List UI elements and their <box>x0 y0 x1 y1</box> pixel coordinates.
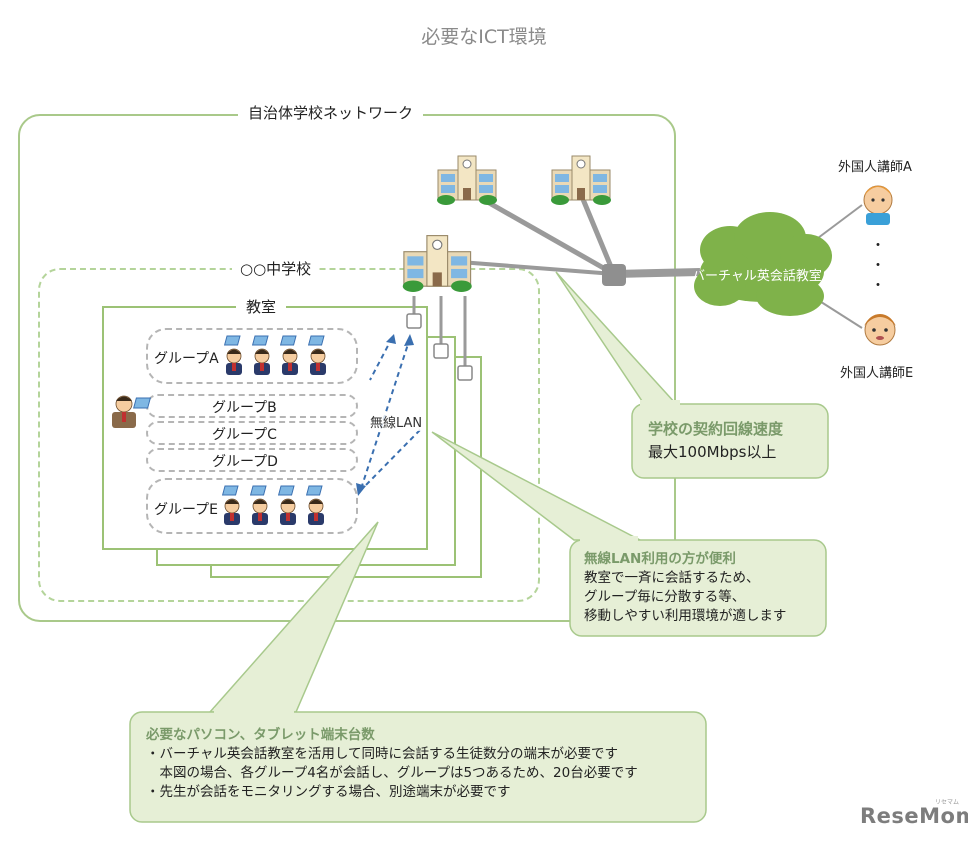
callout-devices-text: 必要なパソコン、タブレット端末台数 ・バーチャル英会話教室を活用して同時に会話す… <box>146 726 638 802</box>
router-icon <box>602 264 626 286</box>
group-d-label: グループD <box>212 454 278 470</box>
group-e-label: グループE <box>154 502 219 518</box>
classroom-label: 教室 <box>236 296 287 317</box>
callout-wireless-line: 移動しやすい利用環境が適します <box>584 608 787 624</box>
callout-devices-line: 本図の場合、各グループ4名が会話し、グループは5つあるため、20台必要です <box>146 765 638 781</box>
wireless-lan-label: 無線LAN <box>370 412 423 431</box>
student-icon <box>252 335 271 376</box>
link-teacher-a <box>817 204 863 239</box>
municipal-network-label: 自治体学校ネットワーク <box>238 102 424 123</box>
teacher-ellipsis-dot: ・ <box>871 238 885 254</box>
callout-devices-box <box>129 711 707 823</box>
callout-devices-head: 必要なパソコン、タブレット端末台数 <box>146 727 375 743</box>
group-c-label: グループC <box>212 427 277 443</box>
student-icon <box>278 485 297 526</box>
school-building-icon-2 <box>436 155 498 206</box>
foreign-teacher-a-icon <box>863 185 893 225</box>
foreign-teacher-a-label: 外国人講師A <box>838 160 912 175</box>
link-school-main <box>459 260 615 276</box>
callout-wireless-head: 無線LAN利用の方が便利 <box>584 551 736 567</box>
school-building-icon-3 <box>550 155 612 206</box>
student-icon <box>250 485 269 526</box>
callout-wireless-line: 教室で一斉に会話するため、 <box>584 570 760 586</box>
resemom-logo: ReseMom <box>860 804 968 828</box>
callout-speed-body: 最大100Mbps以上 <box>648 443 777 461</box>
access-point-icon-2 <box>433 343 449 359</box>
student-icon <box>222 485 241 526</box>
foreign-teacher-e-label: 外国人講師E <box>840 366 914 381</box>
callout-wireless-box <box>569 539 827 637</box>
teacher-ellipsis-dot: ・ <box>871 278 885 294</box>
group-d-pill <box>146 448 358 472</box>
group-a-label: グループA <box>154 351 219 367</box>
group-c-pill <box>146 421 358 445</box>
student-icon <box>280 335 299 376</box>
callout-wireless-pointer <box>431 431 641 541</box>
callout-speed-head: 学校の契約回線速度 <box>648 420 784 438</box>
school-label: ○○中学校 <box>232 258 320 279</box>
group-b-label: グループB <box>212 400 277 416</box>
student-icon <box>224 335 243 376</box>
callout-devices-line: ・バーチャル英会話教室を活用して同時に会話する生徒数分の端末が必要です <box>146 746 618 762</box>
student-icon <box>306 485 325 526</box>
access-point-icon-3 <box>457 365 473 381</box>
group-b-pill <box>146 394 358 418</box>
callout-speed-text: 学校の契約回線速度 最大100Mbps以上 <box>648 420 783 462</box>
teacher-icon <box>112 395 151 428</box>
wlan-link-3 <box>364 429 421 487</box>
callout-wireless-text: 無線LAN利用の方が便利 教室で一斉に会話するため、 グループ毎に分散する等、 … <box>584 550 786 626</box>
access-point-icon-1 <box>406 313 422 329</box>
link-school-3 <box>577 191 617 275</box>
callout-speed-pointer <box>555 271 678 405</box>
wlan-link-2 <box>369 337 393 381</box>
school-building-icon-main <box>402 235 473 293</box>
foreign-teacher-e-icon <box>864 314 896 346</box>
callout-devices-line: ・先生が会話をモニタリングする場合、別途端末が必要です <box>146 784 511 800</box>
callout-devices-pointer <box>208 521 379 713</box>
resemom-logo-sub: リセマム <box>935 799 960 806</box>
student-icon <box>308 335 327 376</box>
callout-wireless-line: グループ毎に分散する等、 <box>584 589 746 605</box>
page-title: 必要なICT環境 <box>421 26 547 48</box>
cloud-label: バーチャル英会話教室 <box>692 269 822 284</box>
callout-speed-box <box>631 403 829 479</box>
virtual-classroom-cloud-icon <box>694 212 832 316</box>
teacher-ellipsis-dot: ・ <box>871 258 885 274</box>
link-to-cloud <box>613 268 701 278</box>
link-school-2 <box>468 189 616 277</box>
link-teacher-e <box>817 299 863 329</box>
